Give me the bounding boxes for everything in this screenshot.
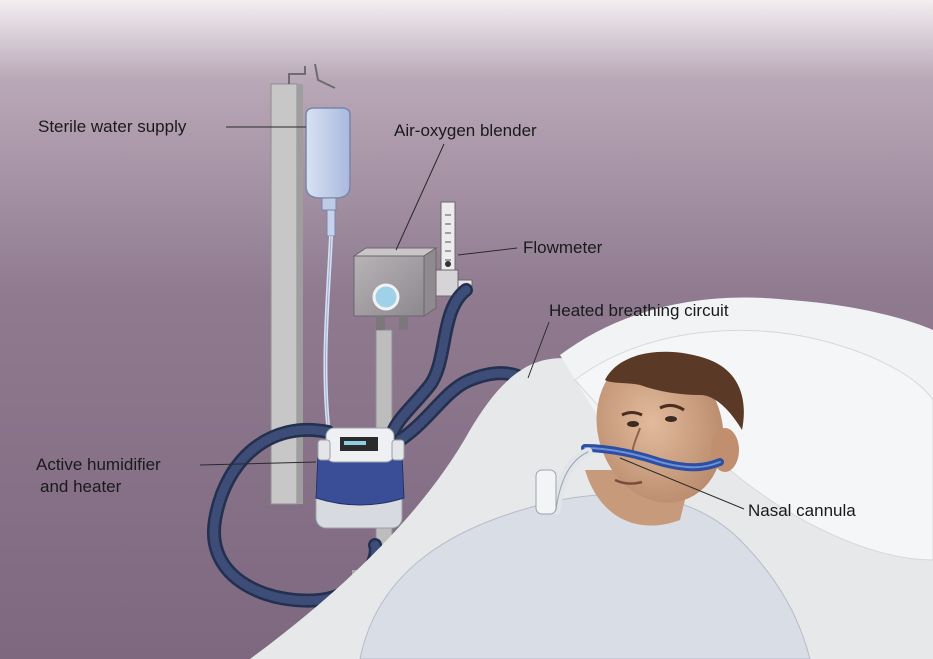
label-sterile-water-supply: Sterile water supply — [38, 117, 186, 137]
humidifier — [316, 428, 404, 528]
label-air-oxygen-blender: Air-oxygen blender — [394, 121, 537, 141]
label-active-humidifier: Active humidifier — [36, 455, 161, 475]
label-and-heater: and heater — [40, 477, 121, 497]
label-nasal-cannula: Nasal cannula — [748, 501, 856, 521]
label-flowmeter: Flowmeter — [523, 238, 602, 258]
label-heated-breathing-circuit: Heated breathing circuit — [549, 301, 729, 321]
